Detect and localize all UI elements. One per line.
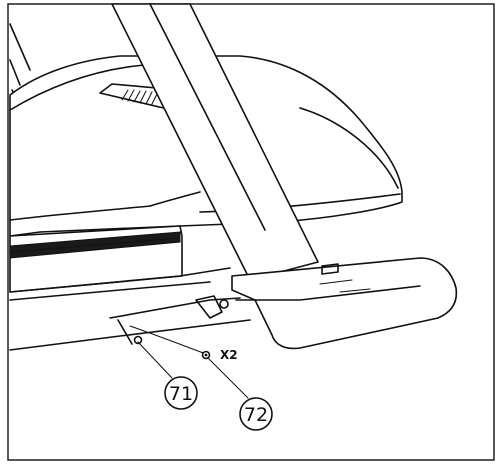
callout-72-label: 72 [244,404,268,426]
callout-71-label: 71 [169,383,193,405]
base-cover [231,257,458,350]
main-column [111,3,319,281]
quantity-label: X2 [220,348,238,362]
bolt-head-71 [133,335,143,345]
callout-72: 72 [239,397,273,431]
leader-line-72 [207,357,249,399]
leader-line-71 [137,341,173,379]
wheel-axle [219,299,229,309]
callout-71: 71 [164,376,198,410]
frame-underside [9,295,251,360]
diagram-frame [7,3,495,461]
deck-rail [9,225,231,301]
